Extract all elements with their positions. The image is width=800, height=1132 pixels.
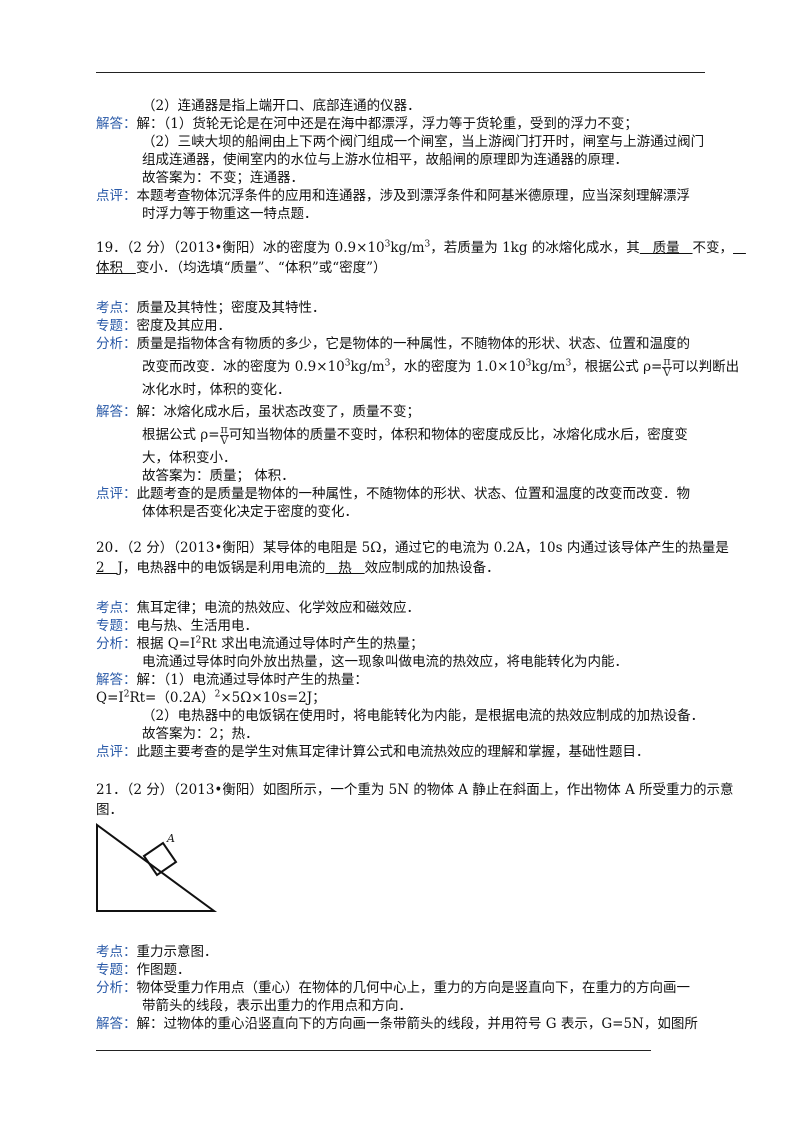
q19-analysis-line-3: 冰化水时，体积的变化． (142, 382, 291, 398)
block-a (142, 841, 178, 877)
incline-figure: A (96, 823, 218, 912)
q21-topic-line: 专题：作图题． (96, 962, 191, 978)
q19-answer-line-3: 大，体积变小． (142, 450, 237, 466)
q20-analysis-line-1: 分析：根据 Q=I2Rt 求出电流通过导体时产生的热量； (96, 635, 424, 652)
q18-analysis-line: （2）连通器是指上端开口、底部连通的仪器． (142, 98, 421, 114)
block-label: A (166, 832, 175, 845)
answer-tag: 解答： (96, 672, 137, 688)
q20-question-line-2: 2 J，电热器中的电饭锅是利用电流的 热 效应制成的加热设备． (96, 560, 500, 576)
q20-comment-line-1: 点评：此题主要考查的是学生对焦耳定律计算公式和电流热效应的理解和掌握，基础性题目… (96, 744, 650, 760)
answer-blank-effect: 热 (325, 560, 365, 576)
topic-tag: 专题： (96, 962, 137, 978)
q19-point-line: 考点：质量及其特性；密度及其特性． (96, 300, 326, 316)
analysis-tag: 分析： (96, 980, 137, 996)
answer-tag: 解答： (96, 404, 137, 420)
comment-tag: 点评： (96, 188, 137, 204)
topic-tag: 专题： (96, 618, 137, 634)
point-tag: 考点： (96, 944, 137, 960)
q21-analysis-line-2: 带箭头的线段，表示出重力的作用点和方向． (142, 998, 412, 1014)
analysis-tag: 分析： (96, 336, 137, 352)
point-tag: 考点： (96, 600, 137, 616)
q19-comment-line-1: 点评：此题考查的是质量是物体的一种属性，不随物体的形状、状态、位置和温度的改变而… (96, 486, 690, 502)
comment-tag: 点评： (96, 744, 137, 760)
topic-tag: 专题： (96, 318, 137, 334)
q19-question-line-1: 19．（2 分）（2013•衡阳）冰的密度为 0.9×103kg/m3，若质量为… (96, 239, 734, 256)
q20-question-line-1: 20．（2 分）（2013•衡阳）某导体的电阻是 5Ω，通过它的电流为 0.2A… (96, 540, 729, 556)
q18-answer-line-1: 解答：解：（1）货轮无论是在河中还是在海中都漂浮，浮力等于货轮重，受到的浮力不变… (96, 116, 638, 132)
q18-answer-line-3: 组成连通器，使闸室内的水位与上游水位相平，故船闸的原理即为连通器的原理． (142, 152, 628, 168)
incline-triangle (96, 823, 218, 912)
answer-blank-heat: 2 (96, 560, 118, 576)
q19-analysis-line-2: 改变而改变．冰的密度为 0.9×103kg/m3，水的密度为 1.0×103kg… (142, 355, 740, 379)
answer-tag: 解答： (96, 1016, 137, 1032)
q20-analysis-line-2: 电流通过导体时向外放出热量，这一现象叫做电流的热效应，将电能转化为内能． (142, 654, 628, 670)
q20-topic-line: 专题：电与热、生活用电． (96, 618, 258, 634)
q18-answer-line-2: （2）三峡大坝的船闸由上下两个阀门组成一个闸室，当上游阀门打开时，闸室与上游通过… (142, 134, 705, 150)
answer-tag: 解答： (96, 116, 137, 132)
answer-blank-mass: 质量 (639, 240, 693, 256)
footer-rule (96, 1050, 651, 1051)
q19-topic-line: 专题：密度及其应用． (96, 318, 231, 334)
header-rule (96, 72, 705, 73)
q19-question-line-2: 体积 变小．（均选填“质量”、“体积”或“密度”） (96, 260, 387, 276)
q19-comment-line-2: 体体积是否变化决定于密度的变化． (142, 504, 358, 520)
point-tag: 考点： (96, 300, 137, 316)
q20-answer-line-3: （2）电热器中的电饭锅在使用时，将电能转化为内能，是根据电流的热效应制成的加热设… (142, 708, 705, 724)
q20-answer-line-1: 解答：解：（1）电流通过导体时产生的热量： (96, 672, 368, 688)
q21-point-line: 考点：重力示意图． (96, 944, 218, 960)
q21-question-line-2: 图． (96, 802, 123, 818)
q19-answer-line-4: 故答案为：质量； 体积． (142, 468, 295, 484)
q18-comment-line-1: 点评：本题考查物体沉浮条件的应用和连通器，涉及到漂浮条件和阿基米德原理，应当深刻… (96, 188, 690, 204)
q18-answer-line-4: 故答案为：不变；连通器． (142, 170, 304, 186)
q18-comment-line-2: 时浮力等于物重这一特点题． (142, 206, 318, 222)
q20-answer-line-4: 故答案为：2；热． (142, 726, 259, 742)
q20-point-line: 考点：焦耳定律；电流的热效应、化学效应和磁效应． (96, 600, 420, 616)
q19-answer-line-1: 解答：解：冰熔化成水后，虽状态改变了，质量不变； (96, 404, 420, 420)
q20-answer-line-2: Q=I2Rt=（0.2A）2×5Ω×10s=2J； (96, 689, 326, 706)
analysis-tag: 分析： (96, 636, 137, 652)
q21-question-line-1: 21．（2 分）（2013•衡阳）如图所示，一个重为 5N 的物体 A 静止在斜… (96, 782, 734, 798)
q21-analysis-line-1: 分析：物体受重力作用点（重心）在物体的几何中心上，重力的方向是竖直向下，在重力的… (96, 980, 690, 996)
answer-blank-volume: 体积 (96, 260, 136, 276)
q19-analysis-line-1: 分析：质量是指物体含有物质的多少，它是物体的一种属性，不随物体的形状、状态、位置… (96, 336, 690, 352)
comment-tag: 点评： (96, 486, 137, 502)
q21-answer-line-1: 解答：解：过物体的重心沿竖直向下的方向画一条带箭头的线段，并用符号 G 表示，G… (96, 1016, 698, 1032)
